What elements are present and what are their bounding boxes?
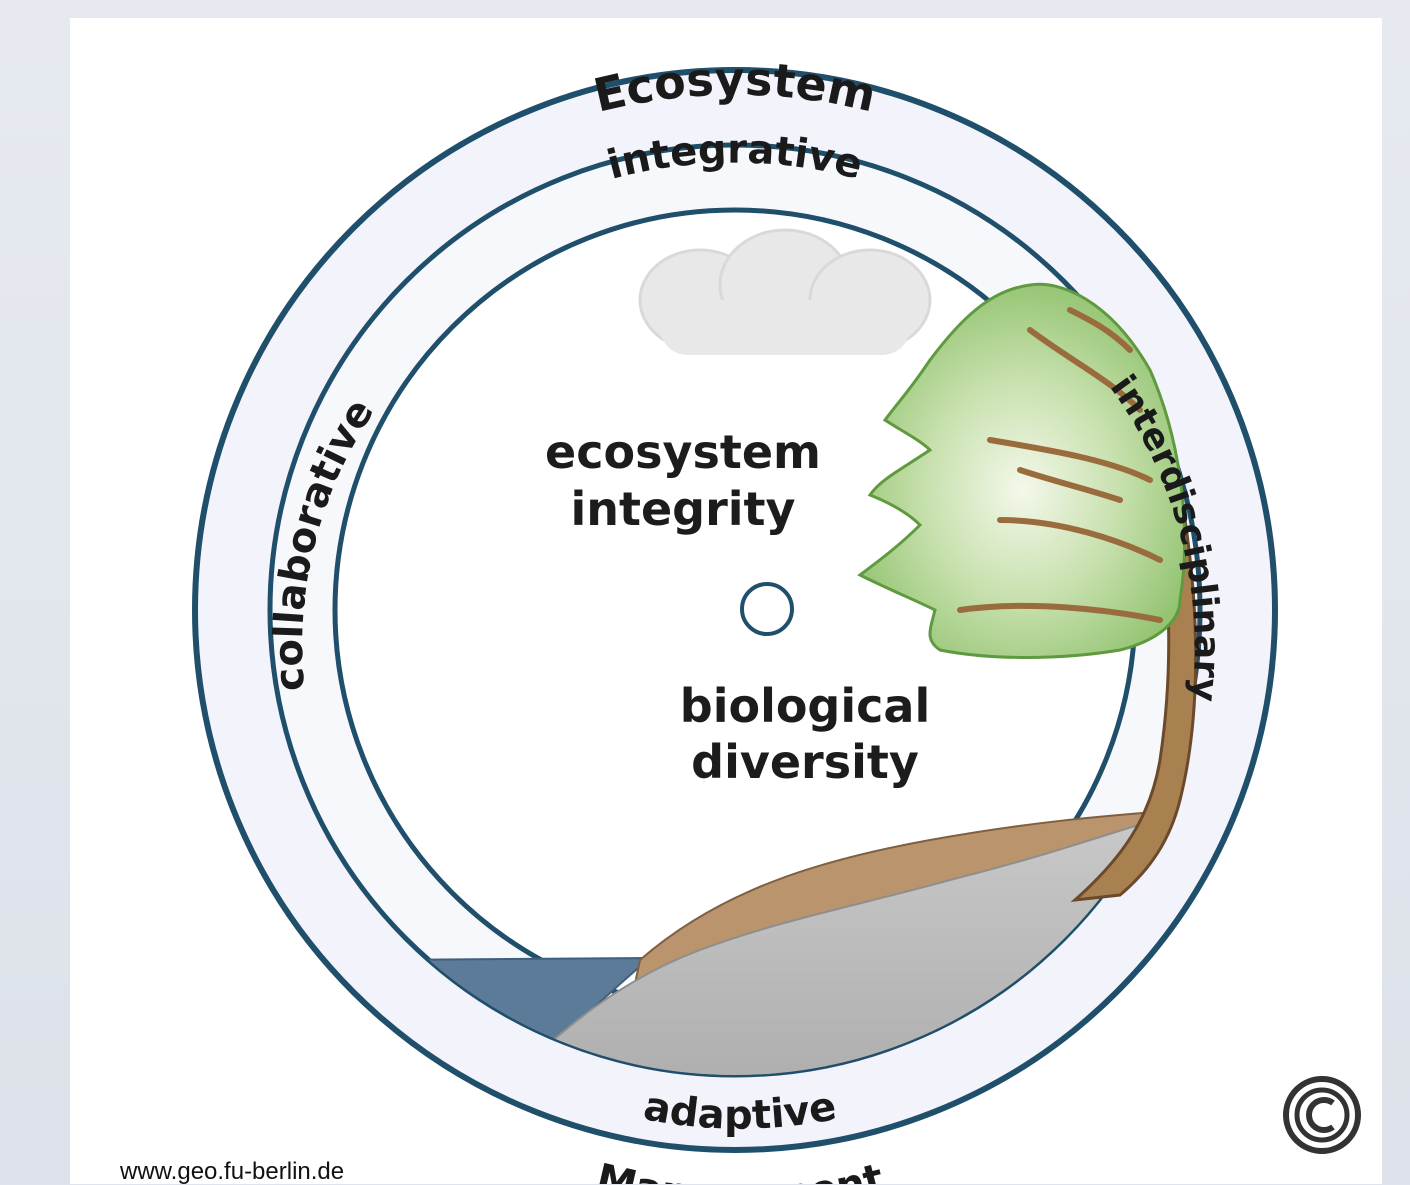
- cloud-icon: [638, 228, 932, 355]
- label-ecosystem: ecosystem: [545, 425, 821, 479]
- landscape: [638, 228, 932, 355]
- diagram-panel: ecosystem integrity biological diversity…: [70, 18, 1382, 1184]
- source-credit: www.geo.fu-berlin.de: [120, 1158, 345, 1185]
- label-management: Management: [592, 1155, 888, 1184]
- tree-icon: [857, 282, 1198, 903]
- center-point: [740, 582, 794, 636]
- copyright-logo-icon: [1283, 1076, 1361, 1154]
- label-integrity: integrity: [570, 482, 795, 536]
- ecosystem-management-diagram: ecosystem integrity biological diversity…: [192, 52, 1361, 1184]
- label-diversity: diversity: [691, 735, 919, 789]
- label-biological: biological: [680, 679, 930, 733]
